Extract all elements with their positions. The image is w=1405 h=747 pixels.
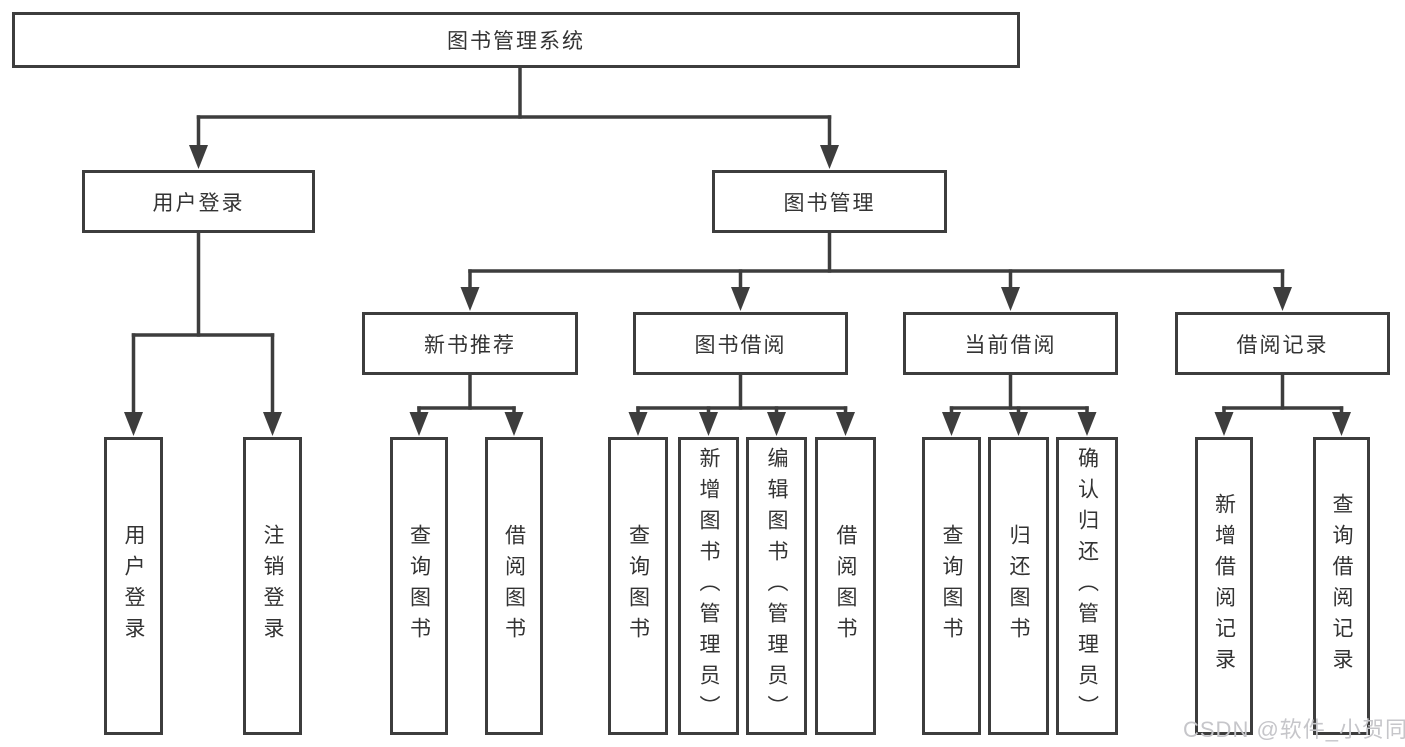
arrowhead-icon [699, 412, 718, 436]
node-login-logout: 注销登录 [243, 437, 302, 735]
arrowhead-icon [263, 412, 282, 436]
node-label: 查询图书 [940, 524, 963, 648]
arrowhead-icon [942, 412, 961, 436]
node-current-query: 查询图书 [922, 437, 981, 735]
arrowhead-icon [124, 412, 143, 436]
node-label: 借阅图书 [502, 524, 526, 648]
arrowhead-icon [1214, 412, 1234, 436]
arrowhead-icon [820, 145, 839, 169]
node-label: 图书借阅 [694, 333, 787, 357]
node-label: 图书管理系统 [447, 30, 585, 53]
node-records-add: 新增借阅记录 [1195, 437, 1253, 735]
node-label: 注销登录 [261, 524, 284, 648]
node-label: 新增图书（管理员） [697, 446, 720, 726]
arrowhead-icon [1001, 287, 1020, 311]
arrowhead-icon [1273, 287, 1292, 311]
node-root: 图书管理系统 [12, 12, 1020, 68]
arrowhead-icon [628, 412, 648, 436]
node-label: 借阅图书 [834, 524, 857, 648]
node-borrow-add: 新增图书（管理员） [678, 437, 739, 735]
node-label: 用户登录 [122, 524, 145, 648]
node-borrow-query: 查询图书 [608, 437, 668, 735]
node-rec-borrow: 借阅图书 [485, 437, 543, 735]
watermark: CSDN @软件_小贺同学 [1183, 717, 1405, 742]
node-current-return: 归还图书 [988, 437, 1049, 735]
node-label: 用户登录 [152, 191, 245, 215]
node-login-user: 用户登录 [104, 437, 163, 735]
arrowhead-icon [1077, 412, 1097, 436]
node-label: 新书推荐 [424, 333, 516, 357]
node-login: 用户登录 [82, 170, 315, 233]
node-label: 查询图书 [626, 524, 650, 648]
node-borrow: 图书借阅 [633, 312, 848, 375]
arrowhead-icon [189, 145, 208, 169]
arrowhead-icon [836, 412, 855, 436]
node-rec: 新书推荐 [362, 312, 578, 375]
node-label: 图书管理 [783, 191, 876, 215]
node-label: 查询借阅记录 [1330, 493, 1353, 679]
node-label: 查询图书 [407, 524, 431, 648]
node-borrow-borrow: 借阅图书 [815, 437, 876, 735]
node-records: 借阅记录 [1175, 312, 1390, 375]
node-label: 确认归还（管理员） [1075, 446, 1099, 726]
arrowhead-icon [409, 412, 429, 436]
node-manage: 图书管理 [712, 170, 947, 233]
node-label: 编辑图书（管理员） [765, 446, 788, 726]
node-label: 当前借阅 [964, 333, 1057, 357]
node-rec-query: 查询图书 [390, 437, 448, 735]
arrowhead-icon [504, 412, 524, 436]
node-current-confirm: 确认归还（管理员） [1056, 437, 1118, 735]
arrowhead-icon [1009, 412, 1028, 436]
arrowhead-icon [460, 287, 480, 311]
arrowhead-icon [1332, 412, 1351, 436]
arrowhead-icon [767, 412, 786, 436]
node-current: 当前借阅 [903, 312, 1118, 375]
node-borrow-edit: 编辑图书（管理员） [746, 437, 807, 735]
node-label: 归还图书 [1007, 524, 1030, 648]
node-records-query: 查询借阅记录 [1313, 437, 1370, 735]
node-label: 新增借阅记录 [1212, 493, 1236, 679]
node-label: 借阅记录 [1236, 333, 1329, 357]
arrowhead-icon [731, 287, 750, 311]
